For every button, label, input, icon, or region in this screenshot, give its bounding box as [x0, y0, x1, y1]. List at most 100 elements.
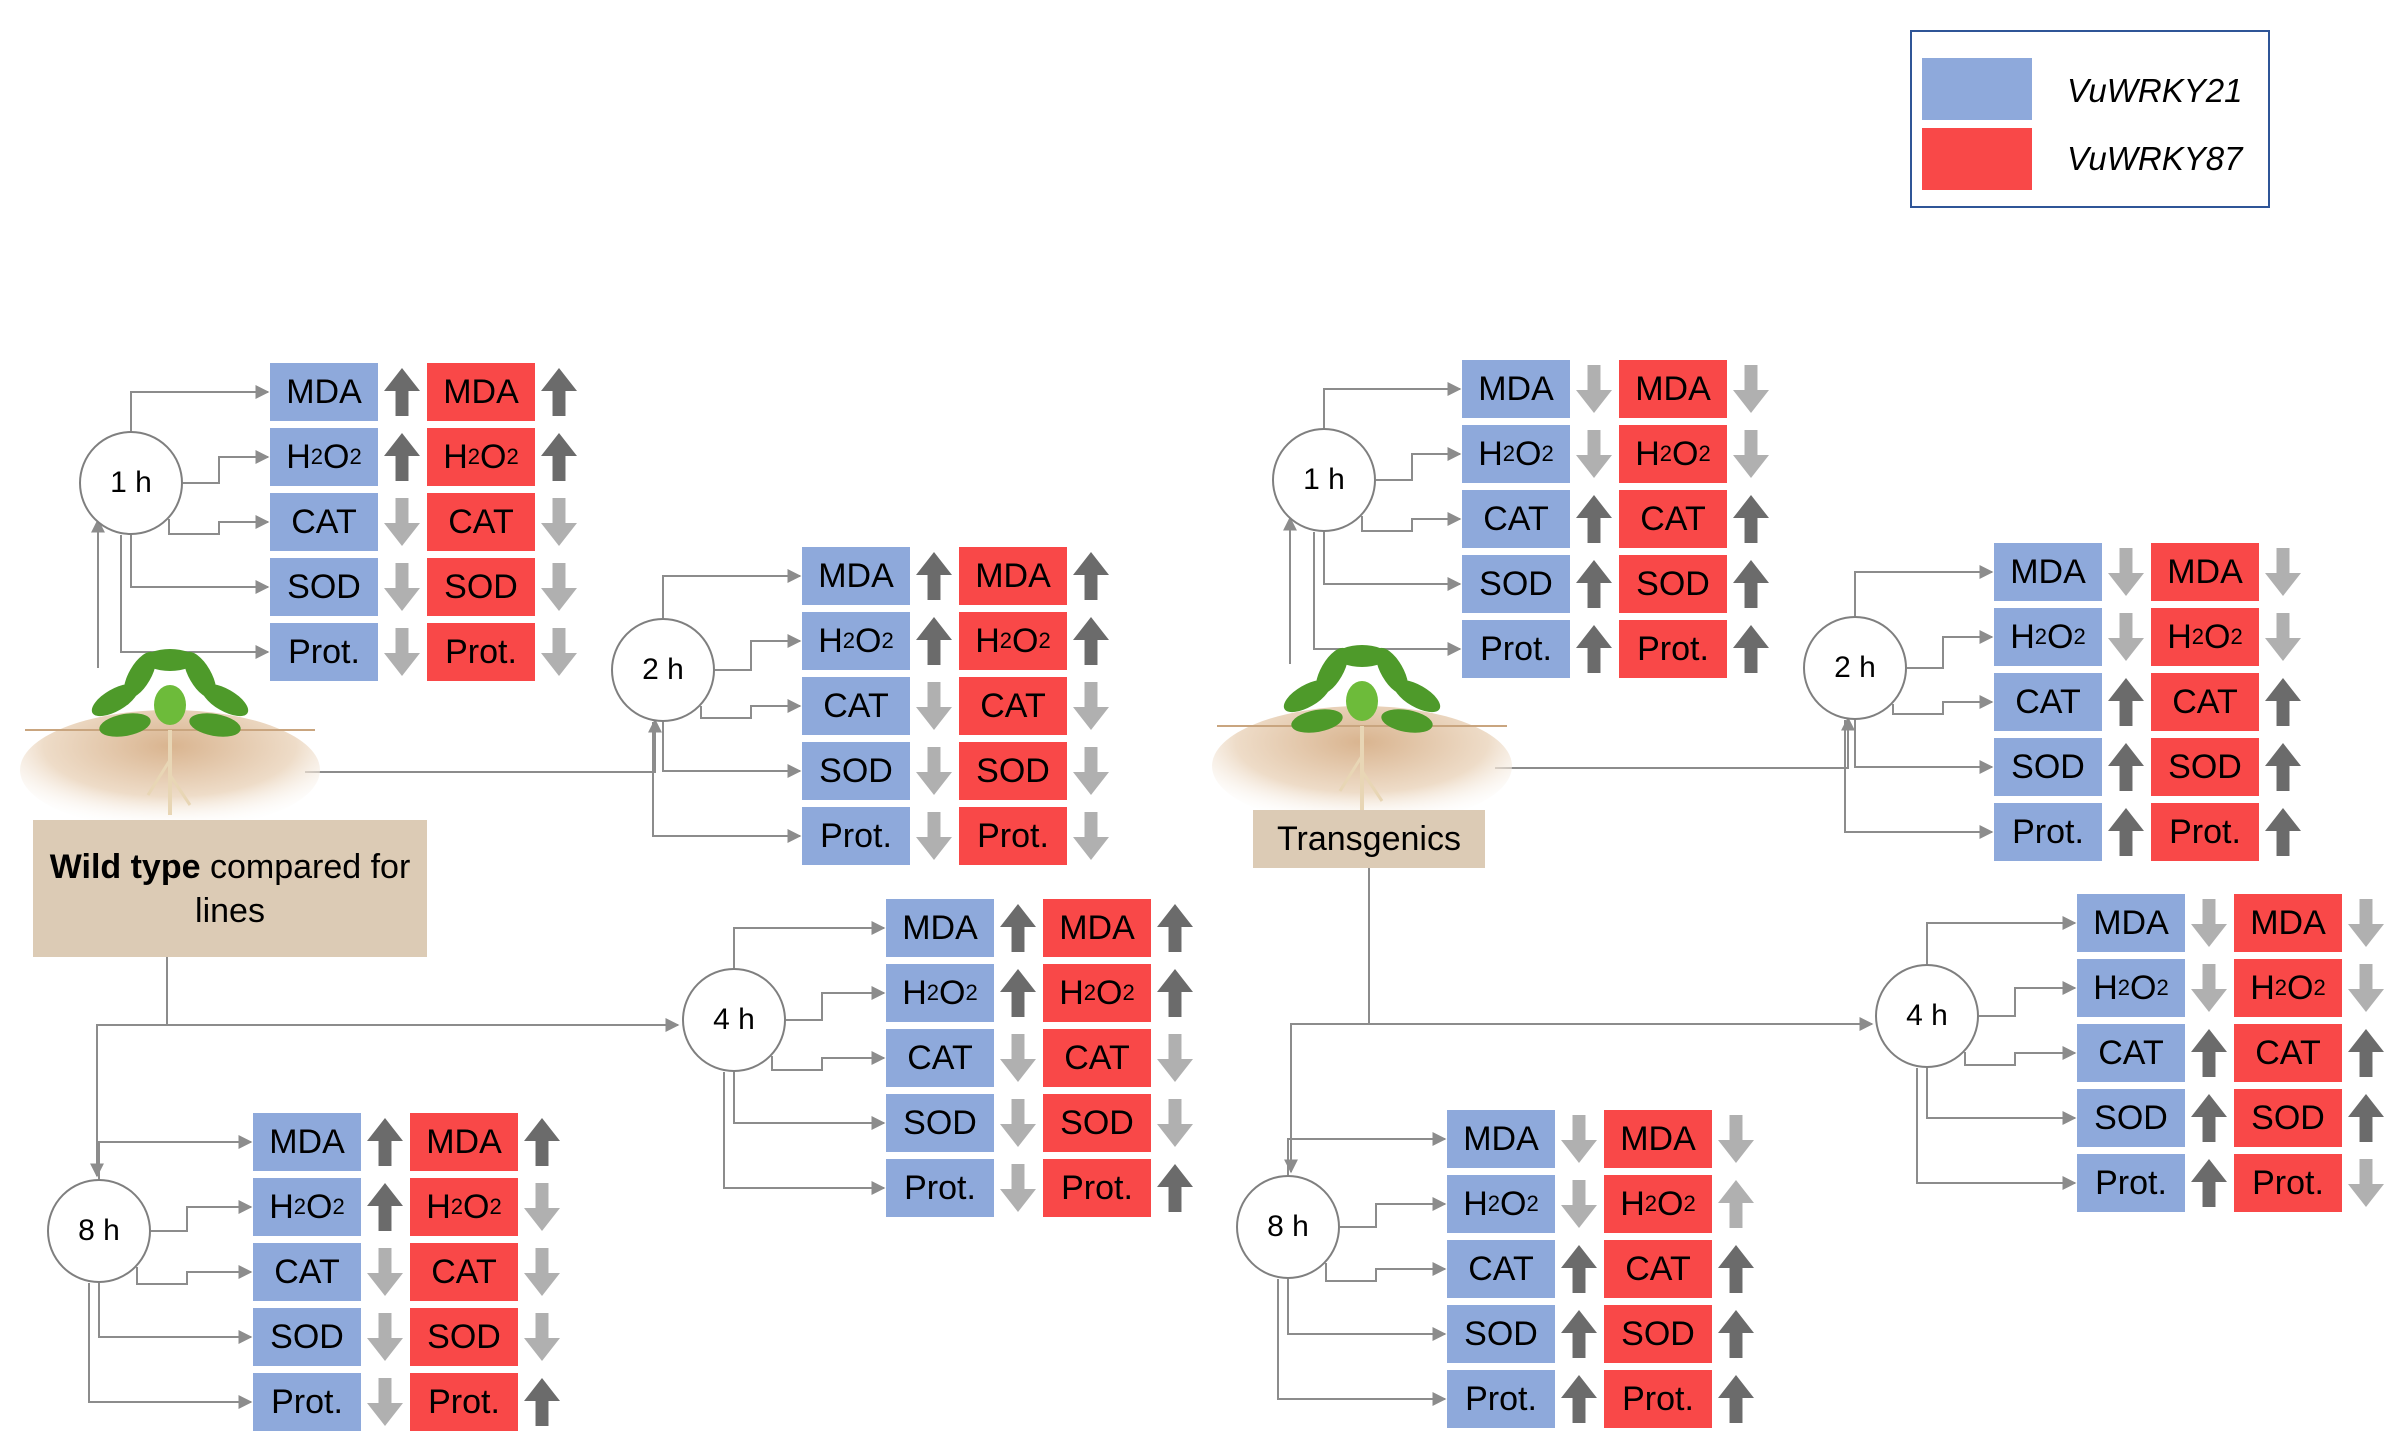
- tg-time-node-1-h: 1 h: [1272, 428, 1376, 532]
- tg-1-h-vuwrky87-cat-arrow-icon: [1733, 495, 1769, 543]
- tg-8-h-vuwrky87-h2o2-arrow-icon: [1718, 1180, 1754, 1228]
- tg-1-h-vuwrky21-sod-arrow-icon: [1576, 560, 1612, 608]
- tg-2-h-vuwrky21-h2o2-arrow-icon: [2108, 613, 2144, 661]
- wt-4-h-sod-connector: [733, 1072, 886, 1130]
- wt-4-h-vuwrky87-prot-box: Prot.: [1043, 1159, 1151, 1217]
- tg-4-h-vuwrky87-h2o2-arrow-icon: [2348, 964, 2384, 1012]
- tg-1-h-h2o2-connector: [1376, 447, 1462, 481]
- wt-8-h-cat-connector: [136, 1265, 253, 1285]
- tg-8-h-vuwrky87-mda-box: MDA: [1604, 1110, 1712, 1168]
- tg-4-h-vuwrky21-sod-arrow-icon: [2191, 1094, 2227, 1142]
- tg-2-h-vuwrky21-mda-box: MDA: [1994, 543, 2102, 601]
- tg-2h-trunk: [1495, 716, 1855, 769]
- wt-2-h-vuwrky87-cat-box: CAT: [959, 677, 1067, 735]
- tg-1-h-prot-connector: [1313, 532, 1462, 656]
- wt-2-h-vuwrky21-mda-arrow-icon: [916, 552, 952, 600]
- tg-time-node-2-h: 2 h: [1803, 616, 1907, 720]
- wt-8-h-vuwrky87-cat-arrow-icon: [524, 1248, 560, 1296]
- tg-2-h-vuwrky87-cat-box: CAT: [2151, 673, 2259, 731]
- wt-2-h-vuwrky87-h2o2-arrow-icon: [1073, 617, 1109, 665]
- wt-1-h-vuwrky87-sod-box: SOD: [427, 558, 535, 616]
- wt-1-h-vuwrky87-h2o2-arrow-icon: [541, 433, 577, 481]
- tg-8-h-vuwrky21-sod-box: SOD: [1447, 1305, 1555, 1363]
- tg-time-node-4-h: 4 h: [1875, 964, 1979, 1068]
- connector-lines: [88, 365, 2384, 1426]
- wt-2-h-vuwrky87-cat-arrow-icon: [1073, 682, 1109, 730]
- plants: [20, 645, 1512, 830]
- tg-1-h-cat-connector: [1361, 512, 1462, 532]
- tg-1-h-mda-connector: [1323, 382, 1462, 428]
- tg-8-h-vuwrky21-prot-arrow-icon: [1561, 1375, 1597, 1423]
- wt-1-h-vuwrky21-h2o2-arrow-icon: [384, 433, 420, 481]
- wt-2-h-vuwrky87-prot-box: Prot.: [959, 807, 1067, 865]
- tg-4-h-vuwrky21-sod-box: SOD: [2077, 1089, 2185, 1147]
- tg-4-h-vuwrky87-cat-box: CAT: [2234, 1024, 2342, 1082]
- transgenics-label: Transgenics: [1253, 810, 1485, 868]
- wt-8-h-vuwrky21-cat-arrow-icon: [367, 1248, 403, 1296]
- tg-1-h-vuwrky87-h2o2-arrow-icon: [1733, 430, 1769, 478]
- tg-4-h-vuwrky21-h2o2-arrow-icon: [2191, 964, 2227, 1012]
- tg-2-h-cat-connector: [1892, 695, 1994, 715]
- wt-1-h-vuwrky87-prot-box: Prot.: [427, 623, 535, 681]
- tg-2-h-vuwrky21-cat-box: CAT: [1994, 673, 2102, 731]
- wt-8-h-vuwrky21-prot-box: Prot.: [253, 1373, 361, 1431]
- wt-2-h-vuwrky87-sod-box: SOD: [959, 742, 1067, 800]
- tg-2-h-vuwrky87-sod-box: SOD: [2151, 738, 2259, 796]
- wt-2-h-vuwrky21-cat-arrow-icon: [916, 682, 952, 730]
- wt-1-h-vuwrky21-cat-arrow-icon: [384, 498, 420, 546]
- tg-8-h-cat-connector: [1325, 1262, 1447, 1282]
- wt-4-h-vuwrky87-cat-box: CAT: [1043, 1029, 1151, 1087]
- wt-1-h-sod-connector: [130, 535, 270, 594]
- tg-8-h-vuwrky21-mda-box: MDA: [1447, 1110, 1555, 1168]
- tg-1-h-vuwrky87-prot-arrow-icon: [1733, 625, 1769, 673]
- tg-4-h-vuwrky87-cat-arrow-icon: [2348, 1029, 2384, 1077]
- tg-1-h-vuwrky21-cat-arrow-icon: [1576, 495, 1612, 543]
- wt-1-h-vuwrky21-prot-arrow-icon: [384, 628, 420, 676]
- tg-4-h-vuwrky21-mda-box: MDA: [2077, 894, 2185, 952]
- legend-label-vuwrky87: VuWRKY87: [2067, 140, 2243, 177]
- tg-8h-trunk: [1284, 1023, 1369, 1174]
- wt-8-h-vuwrky21-mda-arrow-icon: [367, 1118, 403, 1166]
- tg-8-h-vuwrky21-sod-arrow-icon: [1561, 1310, 1597, 1358]
- tg-1-h-vuwrky87-cat-box: CAT: [1619, 490, 1727, 548]
- tg-4-h-sod-connector: [1926, 1068, 2077, 1125]
- tg-2-h-vuwrky21-prot-arrow-icon: [2108, 808, 2144, 856]
- wt-1-h-cat-connector: [168, 515, 270, 535]
- wt-1-h-vuwrky87-prot-arrow-icon: [541, 628, 577, 676]
- wt-2-h-vuwrky21-mda-box: MDA: [802, 547, 910, 605]
- wt-1-h-vuwrky21-sod-arrow-icon: [384, 563, 420, 611]
- wt-4-h-vuwrky21-h2o2-arrow-icon: [1000, 969, 1036, 1017]
- tg-4-h-vuwrky87-mda-box: MDA: [2234, 894, 2342, 952]
- wt-8-h-vuwrky21-cat-box: CAT: [253, 1243, 361, 1301]
- tg-8-h-vuwrky21-cat-box: CAT: [1447, 1240, 1555, 1298]
- tg-2-h-vuwrky87-mda-box: MDA: [2151, 543, 2259, 601]
- wt-1-h-vuwrky21-prot-box: Prot.: [270, 623, 378, 681]
- wt-4-h-vuwrky87-h2o2-arrow-icon: [1157, 969, 1193, 1017]
- wt-2-h-prot-connector: [652, 722, 802, 843]
- wt-4-h-vuwrky21-cat-arrow-icon: [1000, 1034, 1036, 1082]
- wt-8-h-vuwrky87-h2o2-arrow-icon: [524, 1183, 560, 1231]
- tg-4-h-vuwrky87-prot-arrow-icon: [2348, 1159, 2384, 1207]
- wt-2-h-vuwrky21-cat-box: CAT: [802, 677, 910, 735]
- wt-2-h-vuwrky21-prot-box: Prot.: [802, 807, 910, 865]
- tg-1-h-vuwrky87-mda-box: MDA: [1619, 360, 1727, 418]
- legend: VuWRKY21 VuWRKY87: [1910, 30, 2270, 208]
- tg-8-h-vuwrky21-h2o2-arrow-icon: [1561, 1180, 1597, 1228]
- wt-4-h-vuwrky87-cat-arrow-icon: [1157, 1034, 1193, 1082]
- wt-8-h-vuwrky21-sod-box: SOD: [253, 1308, 361, 1366]
- wt-8-h-vuwrky87-mda-box: MDA: [410, 1113, 518, 1171]
- tg-2-h-vuwrky87-h2o2-arrow-icon: [2265, 613, 2301, 661]
